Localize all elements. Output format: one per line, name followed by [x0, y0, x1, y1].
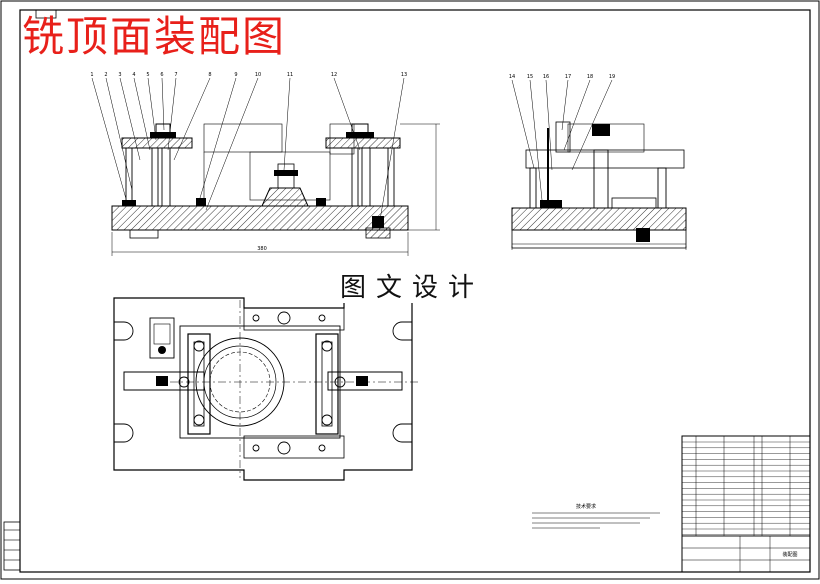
- callout-label: 2: [104, 72, 107, 78]
- callout-label: 6: [160, 72, 163, 78]
- callout-label: 5: [146, 72, 149, 78]
- callout-label: 3: [118, 72, 121, 78]
- callout-label: 8: [208, 72, 211, 78]
- drawing-title: 铣顶面装配图: [22, 12, 287, 61]
- callout-label: 12: [331, 72, 337, 78]
- drawing-name: 装配图: [782, 551, 797, 558]
- tech-requirements: 技术要求: [532, 503, 660, 529]
- callout-label: 4: [132, 72, 135, 78]
- callout-label: 19: [609, 74, 615, 80]
- parts-list-title-block: 装配图: [681, 435, 811, 573]
- side-view: 14 15 16 17 18 19: [509, 74, 687, 250]
- callout-label: 18: [587, 74, 593, 80]
- drawing-frame: [19, 9, 811, 573]
- callout-label: 17: [565, 74, 571, 80]
- callout-label: 16: [543, 74, 549, 80]
- front-view: 1 2 3 4 5 6 7 8 9 10 11 12 13 380: [90, 72, 440, 256]
- callout-label: 7: [174, 72, 177, 78]
- callout-label: 10: [255, 72, 261, 78]
- callout-label: 9: [234, 72, 237, 78]
- side-callout-labels: 14 15 16 17 18 19: [509, 74, 615, 80]
- overall-width-dimension: 380: [257, 246, 267, 252]
- top-view: [113, 297, 420, 481]
- binding-strip: [3, 521, 21, 571]
- tech-requirements-title: 技术要求: [576, 503, 596, 510]
- callout-label: 13: [401, 72, 407, 78]
- front-callout-labels: 1 2 3 4 5 6 7 8 9 10 11 12 13: [90, 72, 407, 78]
- callout-label: 15: [527, 74, 533, 80]
- callout-label: 14: [509, 74, 515, 80]
- callout-label: 11: [287, 72, 293, 78]
- watermark-text: 图文设计: [338, 273, 487, 303]
- callout-label: 1: [90, 72, 93, 78]
